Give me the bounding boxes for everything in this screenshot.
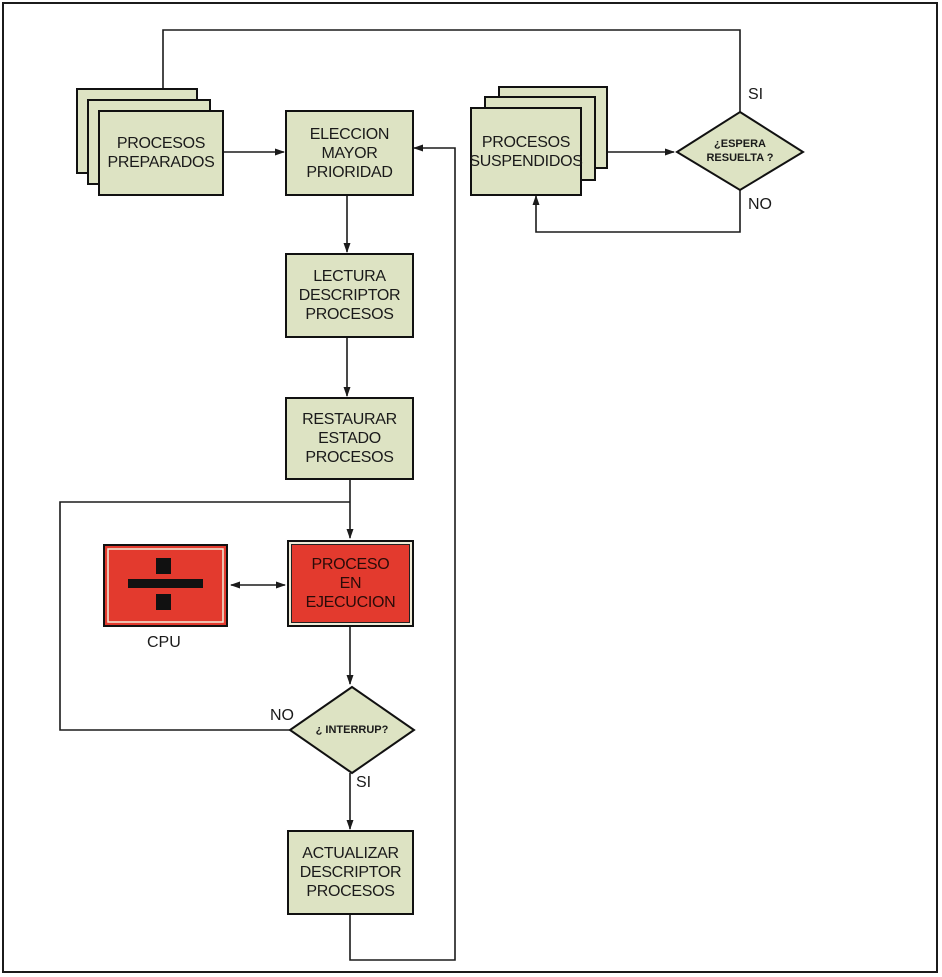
arrow-interrup-no-loop [59,501,350,731]
cpu-divide-bar [128,579,203,588]
arrow-actualizar-eleccion [349,144,456,961]
arrow-espera-si [159,29,741,112]
node-eleccion-mayor-prioridad: ELECCION MAYOR PRIORIDAD [285,110,414,196]
decision-espera-label: ¿ESPERA RESUELTA ? [706,138,774,164]
node-proceso-en-ejecucion: PROCESO EN EJECUCION [287,540,414,627]
decision-interrup-shape [288,685,416,775]
node-actualizar-descriptor: ACTUALIZAR DESCRIPTOR PROCESOS [287,830,414,915]
edge-label-interrup-si: SI [356,774,372,791]
decision-interrup-label: ¿ INTERRUP? [315,724,389,736]
edge-label-espera-no: NO [748,196,772,213]
cpu-icon-frame [103,544,228,627]
node-lectura-descriptor: LECTURA DESCRIPTOR PROCESOS [285,253,414,338]
cpu-divide-bottom [156,594,171,610]
edge-label-espera-si: SI [748,86,764,103]
node-procesos-suspendidos: PROCESOS SUSPENDIDOS [469,107,583,196]
arrow-espera-no [532,190,741,233]
cpu-divide-top [156,558,171,574]
node-procesos-preparados: PROCESOS PREPARADOS [98,110,224,196]
edge-label-interrup-no: NO [270,707,294,724]
decision-espera-shape [675,110,805,192]
cpu-label: CPU [147,634,181,651]
node-restaurar-estado: RESTAURAR ESTADO PROCESOS [285,397,414,480]
